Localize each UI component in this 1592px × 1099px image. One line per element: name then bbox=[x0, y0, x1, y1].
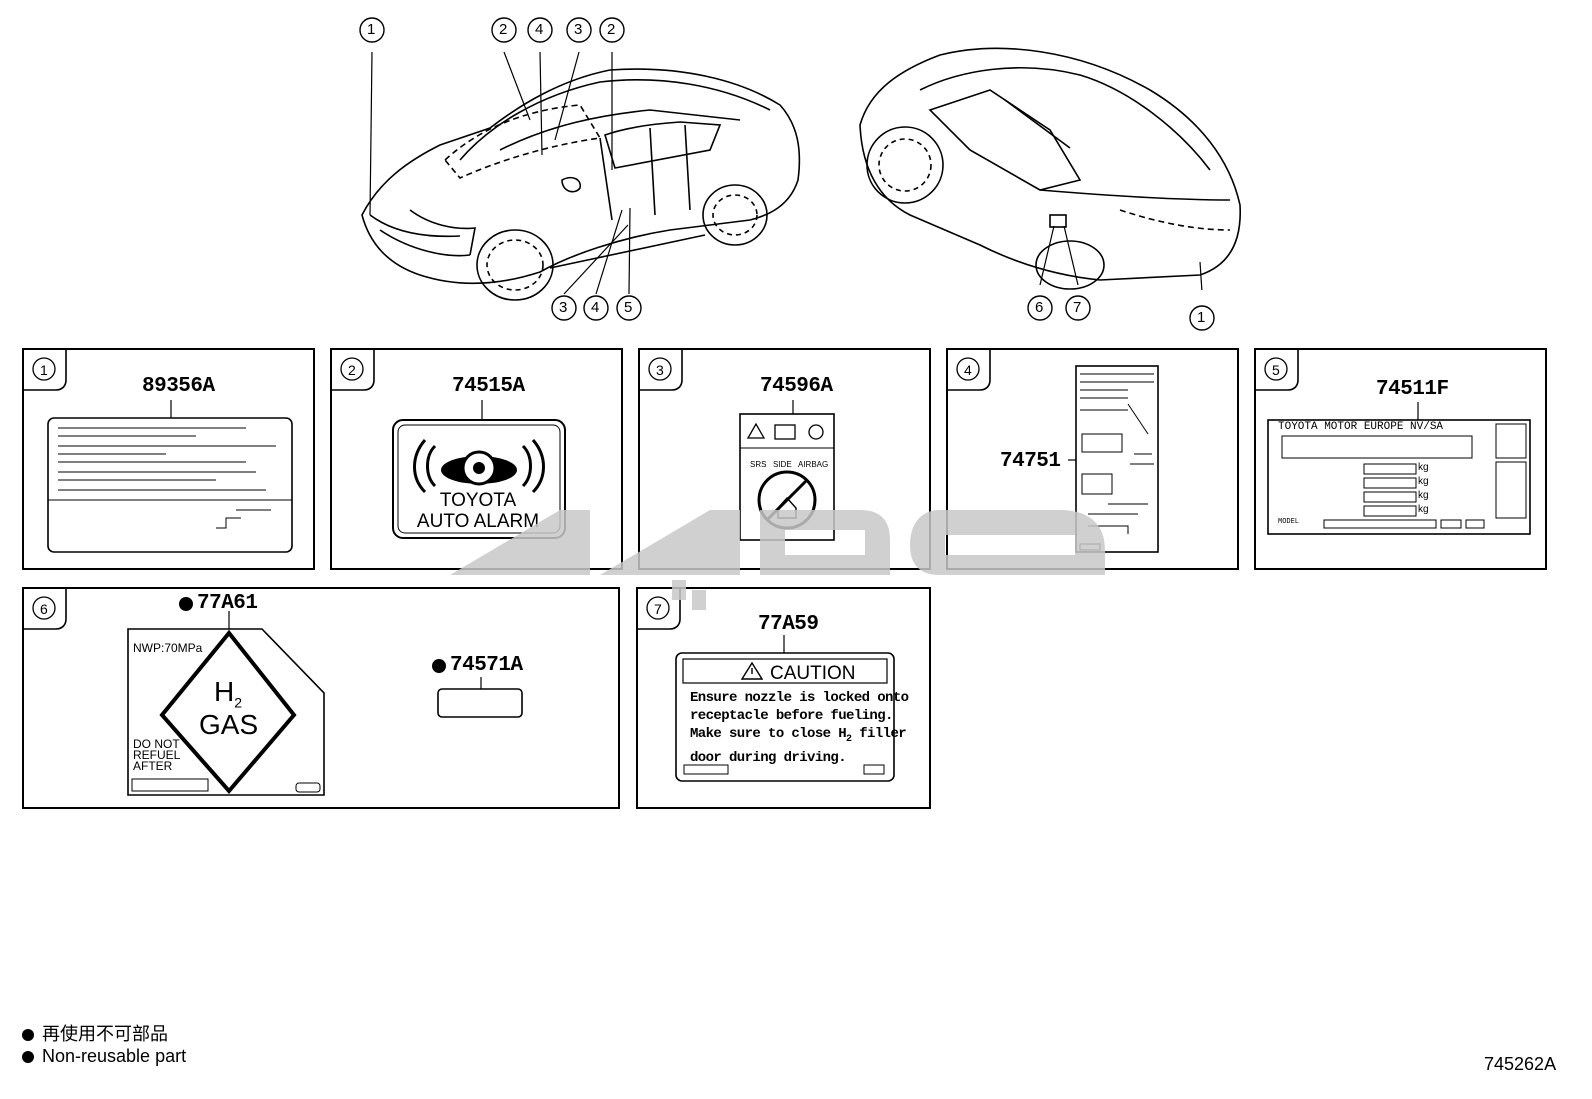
caution-body: Ensure nozzle is locked onto receptacle … bbox=[690, 689, 909, 767]
callout-3a: 3 bbox=[574, 21, 583, 38]
part-number-4: 74751 bbox=[1000, 450, 1061, 473]
part-number-2: 74515A bbox=[452, 375, 525, 398]
tire-info-label-drawing bbox=[1068, 365, 1159, 553]
blank-label-drawing bbox=[437, 677, 523, 718]
manufacturer-text: TOYOTA MOTOR EUROPE NV/SA bbox=[1278, 421, 1444, 433]
vin-plate-drawing bbox=[1267, 402, 1531, 535]
h2-symbol: H bbox=[214, 676, 235, 707]
legend-en-text: Non-reusable part bbox=[42, 1046, 187, 1066]
alarm-line-2: AUTO ALARM bbox=[416, 511, 540, 532]
callout-1a: 1 bbox=[367, 21, 376, 38]
panel-1-number: 1 bbox=[40, 362, 48, 378]
airbag-text: AIRBAG bbox=[798, 460, 829, 469]
side-text: SIDE bbox=[773, 460, 792, 469]
dnr-line-3: AFTER bbox=[133, 759, 173, 773]
kg-4: kg bbox=[1418, 504, 1429, 515]
label-89356A-drawing bbox=[47, 400, 293, 553]
panel-4-tab bbox=[946, 348, 991, 391]
legend-dot-en bbox=[22, 1051, 34, 1064]
top-callouts bbox=[359, 17, 1215, 331]
callout-1b: 1 bbox=[1197, 309, 1206, 326]
model-text: MODEL bbox=[1278, 518, 1300, 526]
panel-3-tab bbox=[638, 348, 683, 391]
callout-5a: 5 bbox=[624, 299, 633, 316]
watermark-logo bbox=[450, 510, 1105, 610]
callout-2a: 2 bbox=[499, 21, 508, 38]
callout-4a: 4 bbox=[535, 21, 544, 38]
car-rear-view bbox=[859, 47, 1241, 290]
alarm-text: TOYOTA AUTO ALARM bbox=[394, 490, 562, 532]
panel-5: 5 74511F TOYOTA MOTOR EUROPE NV/SA kg kg… bbox=[1254, 348, 1547, 570]
kg-3: kg bbox=[1418, 490, 1429, 501]
caution-line-3b: filler bbox=[851, 726, 907, 742]
kg-1: kg bbox=[1418, 462, 1429, 473]
panel-6-number: 6 bbox=[40, 601, 48, 617]
panel-1-tab bbox=[22, 348, 67, 391]
part-number-5: 74511F bbox=[1376, 378, 1449, 401]
part-number-6b: 74571A bbox=[450, 654, 523, 677]
car-front-view bbox=[361, 51, 801, 301]
legend-en: Non-reusable part bbox=[22, 1046, 186, 1067]
diagram-id: 745262A bbox=[1484, 1054, 1557, 1074]
panel-4-number: 4 bbox=[964, 362, 972, 378]
non-reusable-dot-2 bbox=[432, 659, 446, 673]
kg-2: kg bbox=[1418, 476, 1429, 487]
caution-line-3: Make sure to close H2 filler bbox=[690, 725, 908, 749]
legend-ja: 再使用不可部品 bbox=[22, 1020, 168, 1046]
panel-7: 7 77A59 CAUTION Ensure nozzle is locked … bbox=[636, 587, 931, 809]
callout-3b: 3 bbox=[559, 299, 568, 316]
warning-triangle-icon bbox=[740, 661, 764, 680]
legend-ja-text: 再使用不可部品 bbox=[42, 1024, 168, 1044]
caution-line-4: door during driving. bbox=[690, 749, 847, 766]
caution-line-3a: Make sure to close H bbox=[690, 726, 847, 742]
part-number-6a: 77A61 bbox=[197, 592, 258, 615]
panel-5-tab bbox=[1254, 348, 1299, 391]
panel-1: 1 89356A bbox=[22, 348, 315, 570]
panel-6-tab bbox=[22, 587, 67, 630]
caution-line-1: Ensure nozzle is locked onto bbox=[690, 690, 909, 706]
dnr-line-2: REFUEL bbox=[133, 748, 181, 762]
legend-dot-ja bbox=[22, 1029, 34, 1042]
h2-gas-label-drawing bbox=[127, 611, 325, 796]
callout-6a: 6 bbox=[1035, 299, 1044, 316]
callout-2b: 2 bbox=[607, 21, 616, 38]
panel-5-number: 5 bbox=[1272, 362, 1280, 378]
srs-text: SRS bbox=[750, 460, 767, 469]
panel-2-number: 2 bbox=[348, 362, 356, 378]
panel-3-number: 3 bbox=[656, 362, 664, 378]
callout-7a: 7 bbox=[1073, 299, 1082, 316]
callout-4b: 4 bbox=[591, 299, 600, 316]
part-number-3: 74596A bbox=[760, 375, 833, 398]
non-reusable-dot-1 bbox=[179, 597, 193, 611]
panel-7-number: 7 bbox=[654, 601, 662, 617]
part-number-1: 89356A bbox=[142, 375, 215, 398]
nwp-text: NWP:70MPa bbox=[133, 641, 203, 655]
gas-text: GAS bbox=[199, 709, 259, 740]
part-number-7: 77A59 bbox=[758, 613, 819, 636]
do-not-refuel-text: DO NOT REFUEL AFTER bbox=[133, 737, 181, 773]
h2-text: H2 bbox=[214, 676, 242, 711]
panel-6: 6 77A61 NWP:70MPa H2 GAS DO NOT REFUEL A… bbox=[22, 587, 620, 809]
alarm-line-1: TOYOTA bbox=[439, 490, 517, 511]
dnr-line-1: DO NOT bbox=[133, 737, 180, 751]
caution-label-drawing bbox=[675, 635, 895, 782]
car-alarm-icon bbox=[392, 400, 566, 539]
h2-subscript: 2 bbox=[234, 694, 243, 711]
panel-7-tab bbox=[636, 587, 681, 630]
panel-2-tab bbox=[330, 348, 375, 391]
caution-heading: CAUTION bbox=[770, 663, 856, 684]
caution-line-2: receptacle before fueling. bbox=[690, 708, 893, 724]
caution-line-3-sub: 2 bbox=[846, 733, 852, 745]
